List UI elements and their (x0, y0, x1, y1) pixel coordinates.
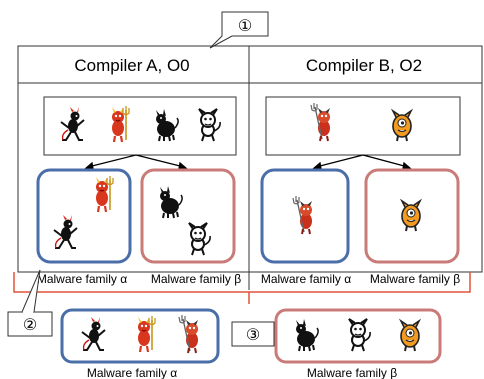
panel-title-compiler-b: Compiler B, O2 (306, 56, 422, 75)
merge-bracket (13, 272, 471, 293)
panel-title-compiler-a: Compiler A, O0 (74, 56, 189, 75)
callout-3-label: ③ (246, 327, 260, 344)
callout-3: ③ (231, 321, 275, 347)
split-arrows-a (83, 154, 189, 170)
red-devil-trident-icon (110, 104, 131, 144)
callout-2-label: ② (23, 317, 37, 334)
merged-label-beta: Malware family β (307, 366, 397, 379)
merged-label-alpha: Malware family α (87, 366, 177, 379)
red-devil-trident-icon (136, 314, 157, 354)
label-alpha-b: Malware family α (261, 272, 351, 286)
label-beta-b: Malware family β (370, 272, 460, 286)
outer-frame (17, 45, 483, 273)
callout-1-label: ① (238, 18, 252, 35)
label-beta-a: Malware family β (151, 272, 241, 286)
cluster-beta-a (140, 168, 236, 264)
callout-2: ② (7, 269, 53, 337)
red-devil-trident-icon (94, 174, 115, 214)
label-alpha-a: Malware family α (37, 272, 127, 286)
split-arrows-b (311, 154, 413, 170)
cluster-alpha-a (36, 168, 132, 264)
sample-pool-b (265, 96, 461, 156)
callout-1: ① (209, 11, 269, 49)
